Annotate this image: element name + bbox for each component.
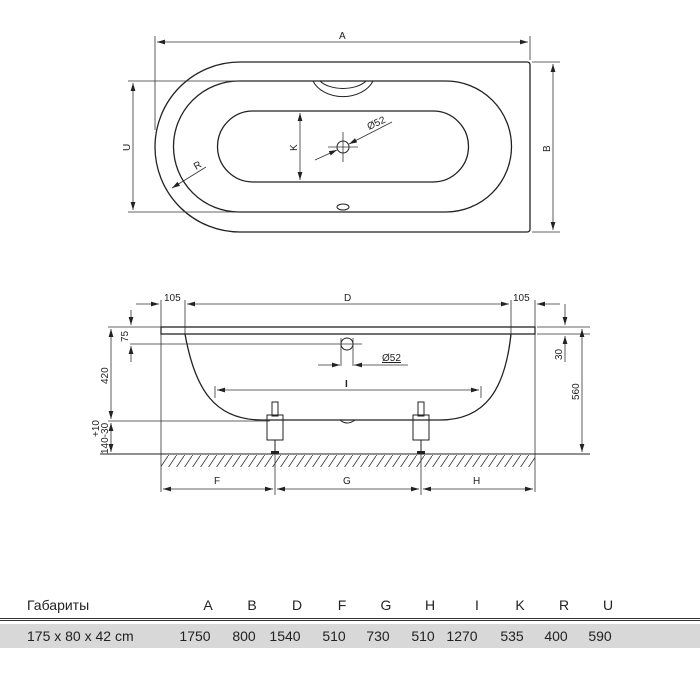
table-header-label: Габариты [27, 597, 90, 613]
table-cell: 1270 [446, 628, 478, 644]
top-view: Ø52 A B U K R [122, 31, 560, 233]
dim-F-label: F [214, 476, 220, 487]
table-row: 175 x 80 x 42 cm 1750 800 1540 510 730 5… [0, 624, 700, 648]
dim-140-30-label: 140-30 [100, 422, 111, 454]
dim-A-label: A [339, 31, 346, 42]
column-header: H [424, 597, 436, 613]
table-header-row: Габариты A B D F G H I K R U [0, 592, 700, 621]
table-cell: 400 [544, 628, 568, 644]
dim-H-label: H [473, 476, 480, 487]
dim-K-label: K [289, 144, 300, 151]
column-header: R [558, 597, 570, 613]
column-header: I [475, 597, 479, 613]
dim-105-right-label: 105 [513, 293, 530, 304]
column-header: K [515, 597, 525, 613]
column-header: U [602, 597, 614, 613]
dim-D-label: D [344, 293, 351, 304]
row-label: 175 x 80 x 42 cm [27, 628, 134, 644]
side-drain-diameter-label: Ø52 [382, 353, 401, 364]
support-foot-left [266, 401, 284, 454]
table-cell: 800 [232, 628, 256, 644]
dim-R-label: R [192, 159, 204, 172]
bathtub-technical-drawing: Ø52 A B U K R [91, 31, 590, 495]
dim-30-label: 30 [554, 348, 565, 360]
side-view: Ø52 D 105 105 I 420 75 +10 140-30 30 560 [91, 293, 590, 495]
dim-U-label: U [122, 144, 133, 151]
column-header: G [380, 597, 392, 613]
dim-plus10-label: +10 [91, 420, 102, 437]
support-foot-right [412, 401, 430, 454]
table-cell: 590 [588, 628, 612, 644]
column-header: F [337, 597, 347, 613]
column-header: B [247, 597, 257, 613]
dim-G-label: G [343, 476, 351, 487]
dim-B-label: B [542, 145, 553, 152]
table-cell: 730 [366, 628, 390, 644]
tub-body-profile [184, 333, 512, 421]
dim-420-label: 420 [100, 367, 111, 384]
tub-outer-outline [154, 61, 531, 233]
table-cell: 510 [411, 628, 435, 644]
floor-hatching [161, 455, 535, 467]
dim-105-left-label: 105 [164, 293, 181, 304]
table-cell: 1750 [179, 628, 211, 644]
table-cell: 1540 [269, 628, 301, 644]
tub-rim-inner [172, 80, 513, 213]
tub-rim [160, 326, 536, 335]
dim-560-label: 560 [571, 383, 582, 400]
table-cell: 510 [322, 628, 346, 644]
table-cell: 535 [500, 628, 524, 644]
dim-I-label: I [345, 379, 348, 390]
tub-basin [216, 110, 470, 183]
dimensions-table: Габариты A B D F G H I K R U 175 x 80 x … [0, 592, 700, 648]
column-header: A [203, 597, 213, 613]
overflow-hole [336, 203, 350, 211]
dim-75-label: 75 [120, 330, 131, 342]
overflow-recess [312, 80, 374, 98]
column-header: D [291, 597, 303, 613]
